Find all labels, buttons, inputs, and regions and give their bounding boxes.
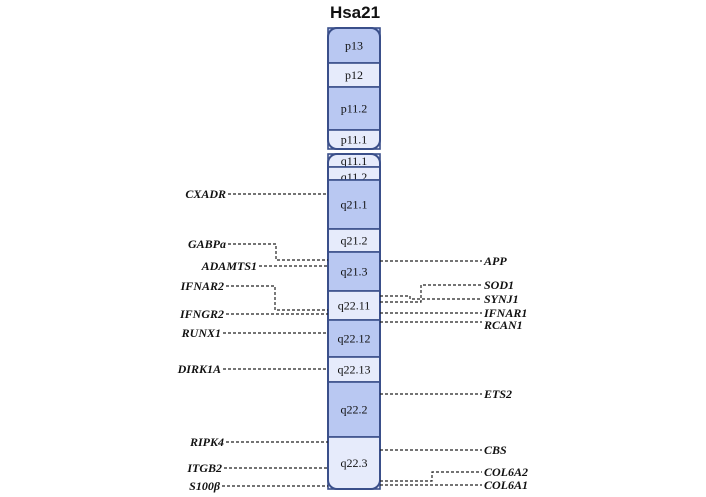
band-label-q21-1: q21.1 [341,198,368,212]
gene-label-app: APP [483,254,507,268]
leader-line-ifnar2 [226,285,328,311]
diagram-title: Hsa21 [330,3,380,22]
leader-line-synj1 [380,295,482,300]
leader-line-sod1 [380,284,482,303]
band-label-q11-1: q11.1 [341,154,368,168]
gene-label-ripk4: RIPK4 [189,435,224,449]
gene-leader-lines [222,193,482,487]
gene-label-itgb2: ITGB2 [186,461,222,475]
gene-label-sod1: SOD1 [484,278,514,292]
gene-label-adamts1: ADAMTS1 [201,259,257,273]
gene-label-gabpa: GABPa [188,237,226,251]
gene-label-s100: S100β [189,479,221,493]
band-q22-2 [327,381,381,438]
band-label-q22-12: q22.12 [338,332,371,346]
band-label-q21-3: q21.3 [341,265,368,279]
gene-label-ifnar1: IFNAR1 [483,306,527,320]
gene-label-cbs: CBS [484,443,507,457]
band-label-q22-3: q22.3 [341,456,368,470]
gene-label-ifngr2: IFNGR2 [179,307,224,321]
band-label-p11-1: p11.1 [341,133,368,147]
gene-label-col6a1: COL6A1 [484,478,528,492]
gene-label-runx1: RUNX1 [181,326,221,340]
band-q21-3 [327,251,381,292]
gene-label-ifnar2: IFNAR2 [180,279,224,293]
p-arm-outline [327,27,381,150]
band-label-q22-13: q22.13 [338,363,371,377]
gene-label-rcan1: RCAN1 [483,318,523,332]
gene-label-dirk1a: DIRK1A [177,362,221,376]
band-label-q22-2: q22.2 [341,403,368,417]
band-label-p12: p12 [345,68,363,82]
leader-line-col6a2 [380,471,482,482]
gene-labels: CXADR GABPaADAMTS1IFNAR2IFNGR2RUNX1DIRK1A… [177,187,528,493]
band-label-q22-11: q22.11 [338,299,371,313]
chromosome-bands: p13p12p11.2p11.1q11.1q11.2q21.1q21.2q21.… [327,27,381,490]
band-label-p11-2: p11.2 [341,102,368,116]
band-label-p13: p13 [345,39,363,53]
gene-label-ets2: ETS2 [483,387,512,401]
leader-line-gabpa [228,243,328,261]
band-q21-1 [327,179,381,230]
gene-label-cxadr: CXADR [185,187,226,201]
gene-label-synj1: SYNJ1 [484,292,519,306]
band-label-q21-2: q21.2 [341,234,368,248]
gene-label-col6a2: COL6A2 [484,465,528,479]
